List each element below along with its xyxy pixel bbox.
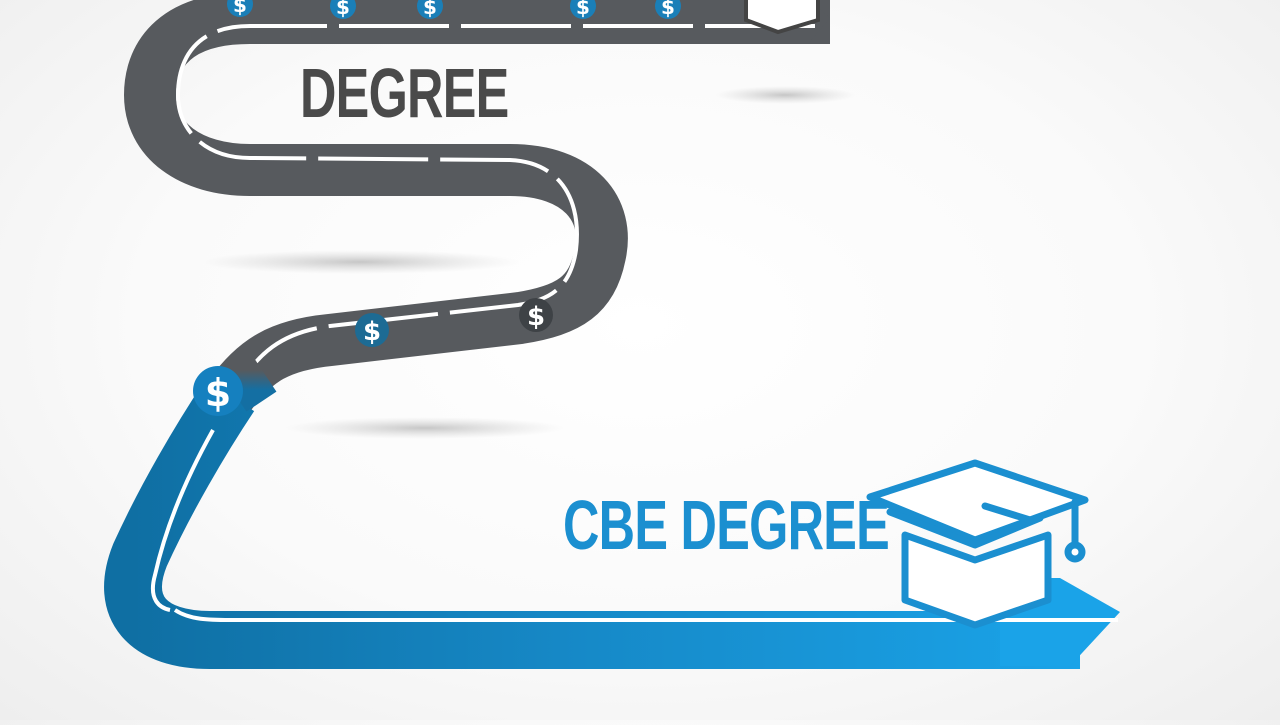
svg-text:$: $ bbox=[233, 0, 247, 17]
svg-text:$: $ bbox=[661, 0, 675, 19]
cbe-degree-label: CBE DEGREE bbox=[563, 486, 890, 564]
dollar-sign-icon: $ bbox=[193, 366, 243, 416]
dollar-sign-icon: $ bbox=[330, 0, 356, 19]
dollar-sign-icon: $ bbox=[519, 298, 553, 332]
dollar-sign-icon: $ bbox=[227, 0, 253, 17]
road-shadows bbox=[200, 86, 855, 439]
traditional-degree-label: DEGREE bbox=[300, 54, 509, 132]
top-destination-box bbox=[744, 0, 820, 35]
dollar-sign-icon: $ bbox=[417, 0, 443, 19]
svg-text:$: $ bbox=[205, 371, 231, 415]
svg-text:$: $ bbox=[423, 0, 437, 19]
svg-text:$: $ bbox=[527, 302, 545, 332]
svg-text:$: $ bbox=[363, 317, 381, 347]
cost-markers: $ $ $ $ $ $ $ $ bbox=[193, 0, 681, 416]
svg-text:$: $ bbox=[336, 0, 350, 19]
dollar-sign-icon: $ bbox=[355, 313, 389, 347]
dollar-sign-icon: $ bbox=[655, 0, 681, 19]
svg-text:$: $ bbox=[576, 0, 590, 19]
graduation-cap-icon bbox=[866, 459, 1089, 629]
dollar-sign-icon: $ bbox=[570, 0, 596, 19]
